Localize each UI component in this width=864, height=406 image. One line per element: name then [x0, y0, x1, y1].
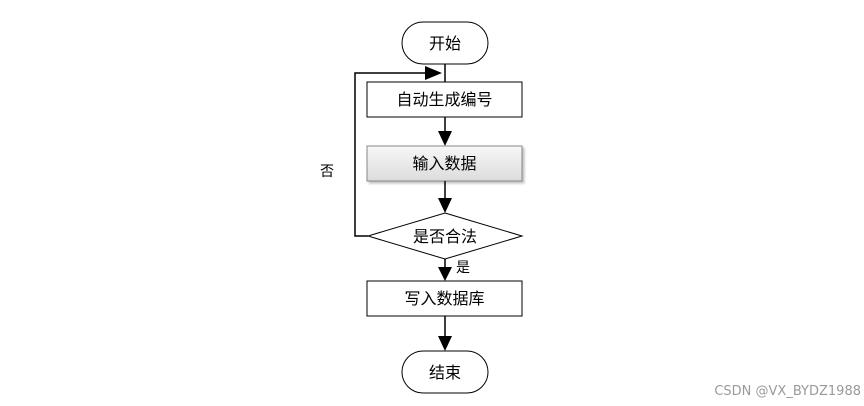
- yes-label: 是: [456, 260, 470, 276]
- process-generate-id: 自动生成编号: [366, 81, 523, 118]
- start-node: 开始: [401, 21, 489, 65]
- process-write-db-label: 写入数据库: [404, 289, 484, 308]
- watermark-text: CSDN @VX_BYDZ1988: [714, 384, 861, 399]
- decision-valid: 是否合法: [366, 212, 524, 260]
- arrow-generate-to-input: [438, 117, 452, 146]
- process-write-db: 写入数据库: [366, 280, 523, 317]
- process-generate-id-label: 自动生成编号: [396, 90, 492, 109]
- end-label: 结束: [429, 363, 461, 382]
- process-input-data-label: 输入数据: [412, 154, 476, 173]
- arrow-write-to-end: [438, 316, 452, 351]
- arrow-yes: [438, 259, 452, 281]
- process-input-data: 输入数据: [366, 145, 523, 182]
- arrow-no-loop: [354, 66, 442, 237]
- no-label: 否: [320, 164, 334, 180]
- start-label: 开始: [429, 34, 461, 53]
- decision-valid-label: 是否合法: [413, 227, 477, 246]
- arrow-input-to-decision: [438, 181, 452, 213]
- end-node: 结束: [401, 350, 489, 394]
